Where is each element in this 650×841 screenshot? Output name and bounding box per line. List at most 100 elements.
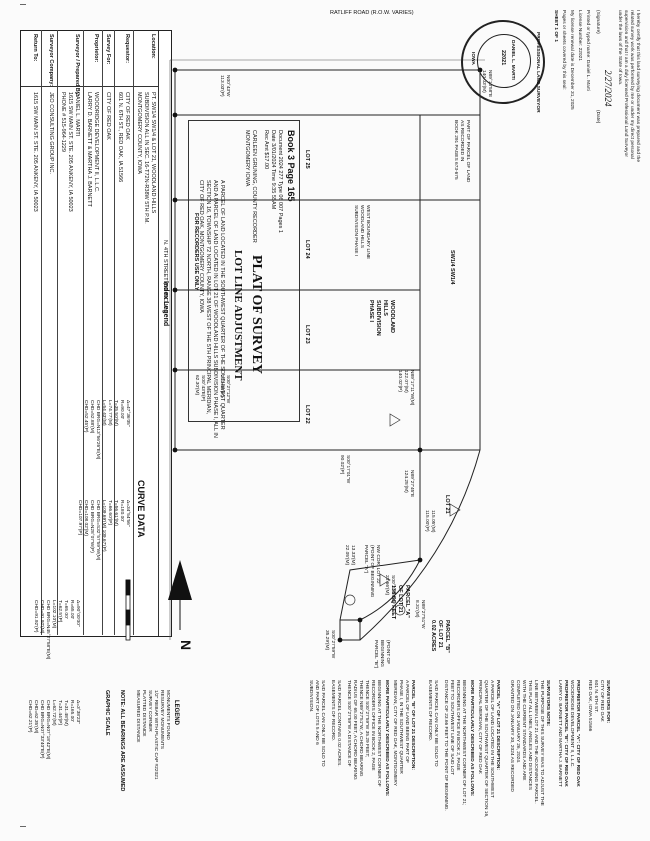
curve-value: R=90.00' <box>119 400 124 420</box>
legend-item: MEASURED DISTANCE <box>135 690 140 743</box>
curve-value: Δ=34°54'56" <box>125 500 130 527</box>
monument-found-icon <box>417 557 423 563</box>
curve-value: Δ=90°00'00" <box>75 600 80 627</box>
curve-value: L=102.10'(M) <box>51 600 56 629</box>
curve-value: R=165.00' <box>69 700 74 722</box>
pob-text: (POINT OF BEGINNING <box>369 545 374 598</box>
monument-found-icon <box>172 112 178 118</box>
curve-marker-icon <box>449 503 461 517</box>
parcel-desc-line: BEGINNING AT THE NORTHWEST CORNER OF <box>376 680 381 787</box>
curve-value: CHD=52.88'(M) <box>89 400 94 434</box>
curve-boundary <box>359 449 481 641</box>
legend-heading: LEGEND <box>173 700 179 726</box>
curve-value: CHD=91.92'(M) <box>39 600 44 634</box>
curve-value: T=66.60'(P) <box>107 500 112 526</box>
curve-value: CHD BRG=N45°27'58"E(M) <box>45 600 50 660</box>
pob-text: NW COR. LOT 22 <box>375 545 380 584</box>
dimension-label: 8.31'(M) <box>414 600 419 618</box>
dimension-label: S00°27'59"W <box>330 630 335 659</box>
parcel-desc-line: A PARCEL OF LAND BEING PART OF <box>404 680 409 763</box>
parcel-b-text: OF LOT 21 <box>437 620 443 648</box>
note-line: WITH THE CURRENT STANDARDS AND ARE <box>521 680 526 781</box>
curve-value: R=65.00' <box>69 600 74 620</box>
parcel-b-text: PARCEL "B" <box>444 620 450 653</box>
dimension-label: 140.02'(P) <box>397 370 402 392</box>
lot-label: LOT 24 <box>304 240 310 259</box>
dimension-label: N89°27'51"W <box>420 600 425 629</box>
note-line: GRANTED ON JANUARY 30, 2024 AS RECORDED <box>509 680 514 792</box>
pob-text: PARCEL "A") <box>363 545 368 574</box>
sw-quarter-text: BOOK 291 PAGES 673-675 <box>453 120 458 180</box>
lot-label: LOT 21 <box>444 495 450 514</box>
monument-found-icon <box>172 197 178 203</box>
sw-quarter-text: AS RECORDED IN <box>459 120 464 162</box>
monument-found-icon <box>172 367 178 373</box>
date-label: (Date) <box>595 110 600 124</box>
seal-ring-text: PROFESSIONAL LAND SURVEYOR <box>535 32 540 113</box>
legend-item: MONUMENTS FOUND <box>165 690 170 740</box>
curve-value: CHD BRG=N07°33'40"E(P) <box>39 700 44 759</box>
subdivision-text: SUBDIVISION <box>375 300 381 336</box>
curve-value: CHD=62.21'(P) <box>27 700 32 733</box>
legend-item: PLATTED DISTANCE <box>141 690 146 737</box>
subdivision-text: WOODLAND <box>389 300 395 333</box>
cert-line: I hereby certify that this land surveyin… <box>635 10 640 162</box>
surveyor-seal: PROFESSIONAL LAND SURVEYOR DANIEL L. MAR… <box>461 20 545 113</box>
curve-value: Δ=3°38'23" <box>75 700 80 724</box>
parcel-desc-line: DISTANCE OF 23.66 FEET TO THE POINT OF B… <box>443 680 448 811</box>
west-line-text: SUBDIVISION PHASE I <box>353 205 358 257</box>
bearings-note: NOTE: ALL BEARINGS ARE ASSUMED <box>119 690 125 792</box>
dimension-label: 90.02'(P) <box>339 455 344 475</box>
note-line: THE PURPOSE OF THIS SURVEY WAS TO ADJUST… <box>539 680 544 806</box>
dimension-label: S00°27'12"W <box>225 375 230 404</box>
parcel-desc-line: MERIDIAN, CITY OF RED OAK, MONTGOMERY <box>392 680 397 786</box>
parcel-desc-line: AND PART OF LOTS 5 AND 6 <box>314 680 319 745</box>
curve-value: CHD=62.35'(M) <box>33 700 38 734</box>
curve-data-heading: CURVE DATA <box>136 480 146 538</box>
parcel-desc-line: THENCE N89°27'51"W, A CHORD BEARING <box>358 680 363 777</box>
sw-quarter-text: PART OF PARCEL OF LAND <box>465 120 470 183</box>
surveyors-for-line: RED OAK, IOWA 51566 <box>587 680 592 732</box>
west-line-text: WEST BOUNDARY LINE <box>365 205 370 260</box>
parcel-a-text: PARCEL "A" <box>404 585 410 618</box>
pob-text: BEGINNING <box>379 640 384 667</box>
monument-found-icon <box>417 447 423 453</box>
monument-found-icon <box>477 67 483 73</box>
surveyors-for-line: 601 N. 6TH ST. <box>593 680 598 713</box>
parcel-desc-line: SUBDIVISION. <box>308 680 313 713</box>
parcel-desc-line: EASEMENTS OF RECORD. <box>427 680 432 742</box>
parcel-desc-line: BEGINNING AT THE NORTHWEST CORNER OF LOT… <box>461 680 466 806</box>
cert-license: License Number: 22021 <box>577 10 582 61</box>
curve-value: L=62.72'(M) <box>51 700 56 726</box>
monument-found-icon <box>172 287 178 293</box>
legend-item: SURVEY CORNER <box>147 690 152 732</box>
dimension-label: 124.25'(M) <box>403 470 408 493</box>
parcel-desc-line: A PARCEL OF LAND LOCATED IN THE SOUTHWES… <box>489 680 494 798</box>
monument-found-icon <box>337 637 343 643</box>
curve-value: CHD=52.45'(P) <box>83 400 88 433</box>
parcel-b-text: 0.02 ACRES <box>430 620 436 652</box>
cert-sheet: SHEET 1 OF 1 <box>553 10 558 42</box>
monument-found-icon <box>172 447 178 453</box>
parcel-desc-line: PHASE I, IN THE SOUTHWEST QUARTER <box>398 680 403 774</box>
point-marker-icon <box>394 604 406 616</box>
curve-value: L=74.77'(M) <box>107 400 112 426</box>
parcel-desc-line: THENCE S00°27'59"W 35.29 FEET; <box>364 680 369 758</box>
curve-value: L=54.43'(M) <box>101 400 106 426</box>
street-label-bottom: N. 4TH STREET (80' R.O.W.) <box>162 240 168 313</box>
parcel-desc-line: THENCE S00°27'59"W A DISTANCE OF <box>346 680 351 767</box>
parcel-desc-heading: PARCEL "B" OF LOT 21 DESCRIPTION: <box>410 680 415 770</box>
parcel-desc-line: SAID PARCEL CONTAINS 0.02 ACRES. <box>336 680 341 767</box>
proprietor-line: PROPRIETOR PARCEL "B": CITY OF RED OAK <box>563 680 568 787</box>
street-label-left: RATLIFF ROAD (R.O.W. VARIES) <box>330 10 414 16</box>
subdivision-text: HILLS <box>382 300 388 316</box>
scan-mark <box>20 4 26 5</box>
seal-name: DANIEL L. MARTI <box>510 40 515 80</box>
curve-marker-icon <box>379 573 391 587</box>
curve-value: L=109.69'(M) 109.67'(P) <box>101 500 106 552</box>
monument-found-icon <box>172 67 178 73</box>
sw-label: SW1/4 SW1/4 <box>449 250 455 285</box>
dimension-label: 22.05'(M) <box>344 545 349 566</box>
